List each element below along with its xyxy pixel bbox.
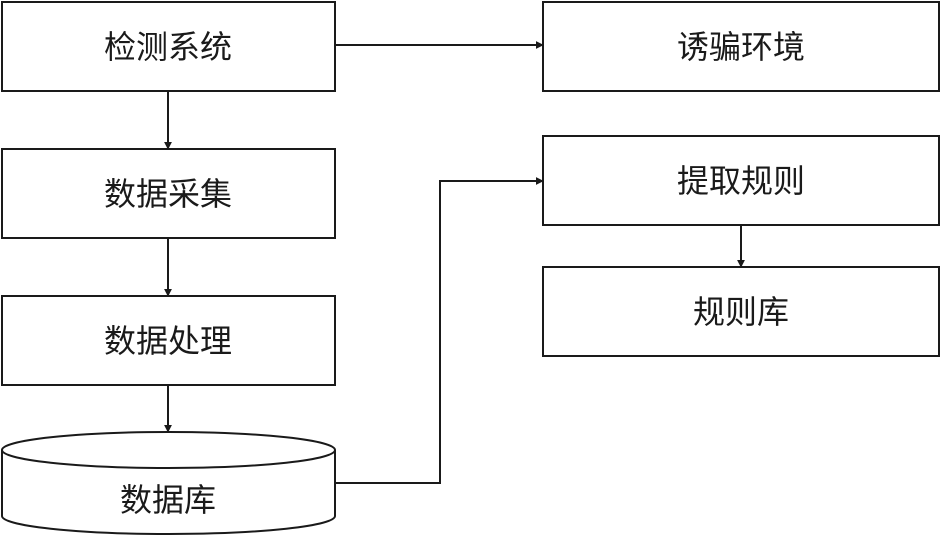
node-database-label: 数据库 — [120, 481, 216, 519]
node-rule-base: 规则库 — [542, 266, 940, 357]
node-detection-system: 检测系统 — [1, 1, 336, 92]
node-detection-system-label: 检测系统 — [104, 28, 232, 66]
node-data-collection: 数据采集 — [1, 148, 336, 239]
node-rule-base-label: 规则库 — [693, 293, 789, 331]
node-extract-rules: 提取规则 — [542, 135, 940, 226]
node-honeypot-environment-label: 诱骗环境 — [677, 28, 805, 66]
node-database: 数据库 — [1, 431, 336, 535]
edge-database-to-extract-rules — [335, 177, 544, 484]
node-extract-rules-label: 提取规则 — [677, 162, 805, 200]
node-data-processing: 数据处理 — [1, 295, 336, 386]
node-data-processing-label: 数据处理 — [104, 322, 232, 360]
node-honeypot-environment: 诱骗环境 — [542, 1, 940, 92]
node-data-collection-label: 数据采集 — [104, 175, 232, 213]
